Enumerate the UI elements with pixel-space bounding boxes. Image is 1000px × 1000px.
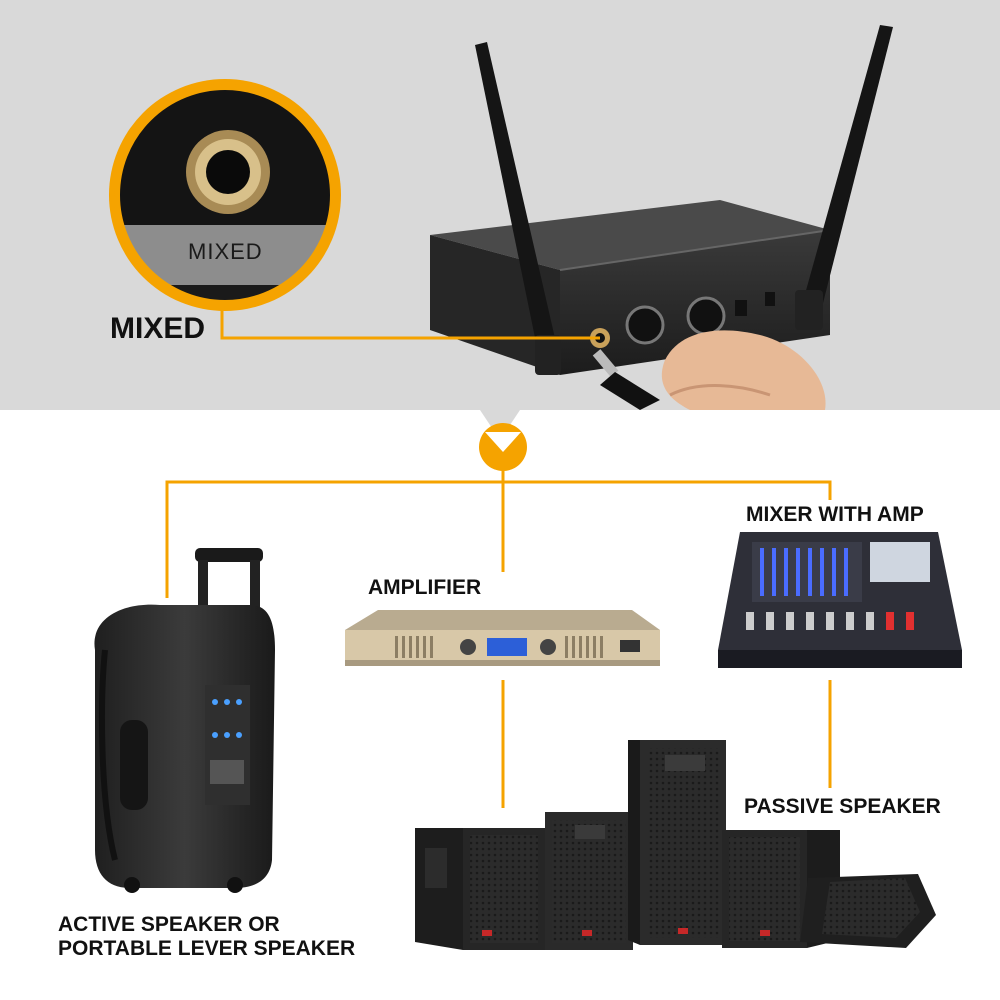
callout-connector-line (220, 305, 600, 340)
hand-illustration (661, 330, 826, 410)
distribution-lines (165, 470, 832, 808)
active-speaker-label-line1: ACTIVE SPEAKER OR (58, 913, 280, 936)
antenna-icon (795, 25, 893, 330)
mixed-output-label: MIXED (110, 312, 206, 345)
active-portable-speaker (94, 548, 276, 893)
jack-panel-label: MIXED (188, 239, 263, 264)
jack-callout-circle (109, 79, 341, 311)
amplifier-device (345, 610, 660, 666)
xlr-output-icon (625, 305, 665, 345)
active-speaker-label-line2: PORTABLE LEVER SPEAKER (58, 937, 356, 960)
antenna-icon (475, 42, 561, 375)
plug-cable-icon (592, 349, 660, 410)
mixer-device (718, 532, 962, 668)
xlr-output-icon (686, 296, 726, 336)
wireless-receiver (430, 200, 831, 375)
passive-speaker-group (415, 740, 936, 950)
mixer-with-amp-label: MIXER WITH AMP (746, 503, 924, 526)
amplifier-label: AMPLIFIER (368, 576, 482, 599)
passive-speaker-label: PASSIVE SPEAKER (744, 795, 941, 818)
